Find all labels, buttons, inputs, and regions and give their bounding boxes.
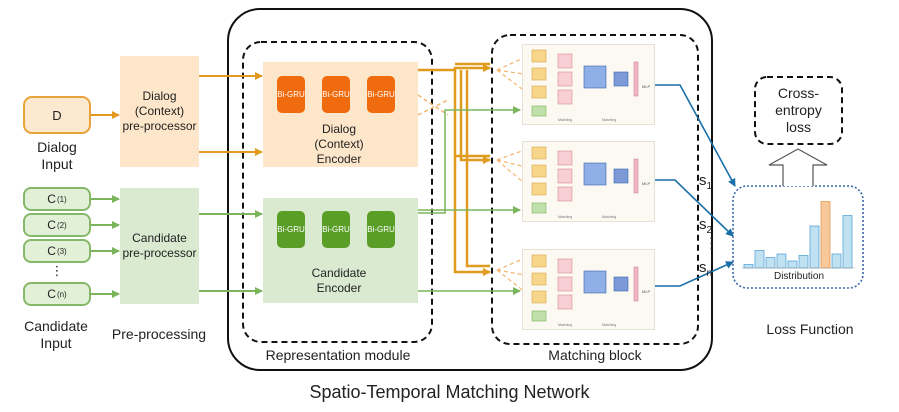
mini-yellow-block xyxy=(531,146,547,160)
mini-blue-cube xyxy=(583,270,607,294)
representation-frame xyxy=(242,41,433,343)
diagram-title: Spatio-Temporal Matching Network xyxy=(309,382,590,402)
mini-pink-matrix xyxy=(557,258,573,274)
score-s2: s2 xyxy=(699,216,713,236)
candidate-input-n: C(n) xyxy=(23,282,91,306)
mini-pink-matrix xyxy=(557,276,573,292)
mini-blue-cube-small xyxy=(613,71,629,87)
mini-output-label: MLP xyxy=(642,181,651,186)
candidate-bigru-3: Bi-GRU xyxy=(367,211,395,248)
mini-pink-matrix xyxy=(557,186,573,202)
loss-function-label: Loss Function xyxy=(766,321,854,337)
mini-green-block xyxy=(531,310,547,322)
candidate-bigru-1: Bi-GRU xyxy=(277,211,305,248)
mini-footer-left: Matching xyxy=(558,323,572,327)
mini-yellow-block xyxy=(531,67,547,81)
mini-footer-right: Matching xyxy=(602,323,616,327)
dialog-bigru-2: Bi-GRU xyxy=(322,76,350,113)
candidate-encoder-label: Candidate Encoder xyxy=(311,266,367,295)
cross-entropy-frame xyxy=(754,76,843,145)
dialog-input-box: D xyxy=(23,96,91,134)
dialog-preprocessor: Dialog (Context) pre-processor xyxy=(120,56,199,167)
stm-network-frame xyxy=(227,8,713,371)
mini-yellow-block xyxy=(531,182,547,196)
mini-footer-right: Matching xyxy=(602,118,616,122)
mini-yellow-block xyxy=(531,290,547,304)
cross-entropy-box: Cross- entropy loss xyxy=(775,85,822,135)
dialog-bigru-3: Bi-GRU xyxy=(367,76,395,113)
mini-yellow-block xyxy=(531,272,547,286)
mini-yellow-block xyxy=(531,164,547,178)
mini-pink-matrix xyxy=(557,89,573,105)
mini-blue-cube xyxy=(583,65,607,89)
preprocessing-label: Pre-processing xyxy=(111,326,207,342)
distribution-frame xyxy=(732,185,864,289)
score-dots: ⋮ xyxy=(704,235,719,252)
mini-output-label: MLP xyxy=(642,84,651,89)
representation-module-label: Representation module xyxy=(265,347,411,363)
dialog-bigru-1: Bi-GRU xyxy=(277,76,305,113)
candidate-input-label: Candidate Input xyxy=(24,318,88,351)
mini-vector xyxy=(633,158,639,194)
mini-yellow-block xyxy=(531,254,547,268)
mini-green-block xyxy=(531,105,547,117)
score-s1: s1 xyxy=(699,172,713,192)
mini-pink-matrix xyxy=(557,150,573,166)
mini-footer-right: Matching xyxy=(602,215,616,219)
dialog-encoder-label: Dialog (Context) Encoder xyxy=(314,122,364,166)
mini-pink-matrix xyxy=(557,53,573,69)
matching-frame xyxy=(491,34,699,345)
mini-output-label: MLP xyxy=(642,289,651,294)
mini-yellow-block xyxy=(531,85,547,99)
candidate-input-2: C(2) xyxy=(23,213,91,237)
mini-green-block xyxy=(531,202,547,214)
score-sn: sn xyxy=(699,259,713,279)
mini-pink-matrix xyxy=(557,71,573,87)
mini-footer-left: Matching xyxy=(558,215,572,219)
mini-yellow-block xyxy=(531,49,547,63)
matching-block-label: Matching block xyxy=(548,347,642,363)
dialog-input-label: Dialog Input xyxy=(37,139,77,172)
mini-footer-left: Matching xyxy=(558,118,572,122)
mini-pink-matrix xyxy=(557,168,573,184)
candidate-preprocessor: Candidate pre-processor xyxy=(120,188,199,304)
mini-blue-cube-small xyxy=(613,276,629,292)
candidate-input-3: C(3) xyxy=(23,239,91,263)
mini-blue-cube-small xyxy=(613,168,629,184)
distribution-bars xyxy=(742,201,855,269)
candidate-input-1: C(1) xyxy=(23,187,91,211)
mini-vector xyxy=(633,266,639,302)
candidate-bigru-2: Bi-GRU xyxy=(322,211,350,248)
candidate-ellipsis: ⋮ xyxy=(50,263,64,278)
mini-blue-cube xyxy=(583,162,607,186)
mini-pink-matrix xyxy=(557,294,573,310)
distribution-label: Distribution xyxy=(773,271,825,282)
mini-vector xyxy=(633,61,639,97)
